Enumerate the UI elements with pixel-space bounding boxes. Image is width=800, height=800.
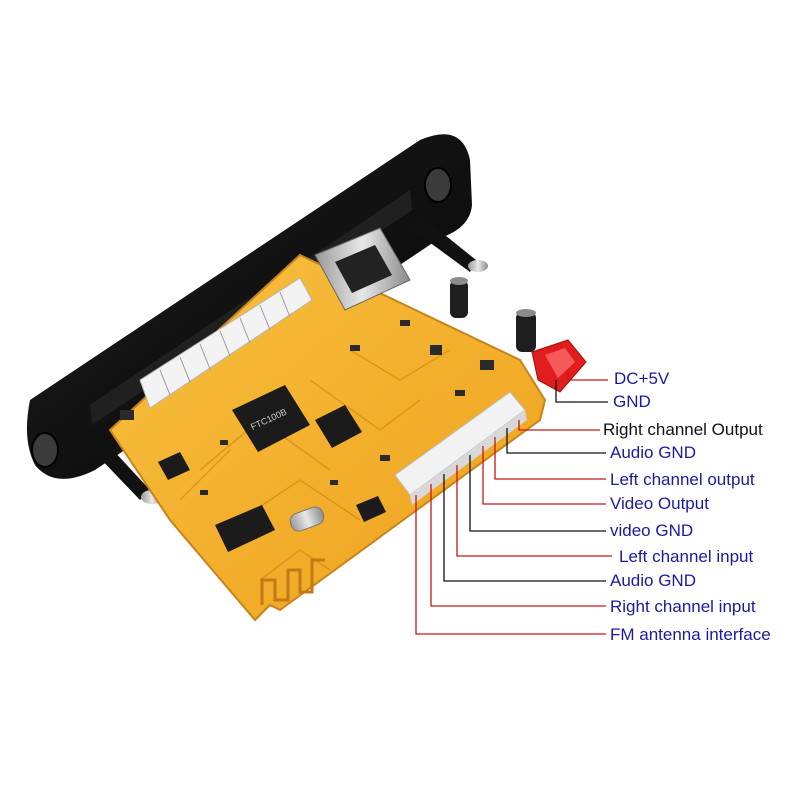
pin-label-audio-gnd: Audio GND <box>610 443 696 462</box>
power-label-gnd: GND <box>613 392 651 411</box>
leader-line <box>469 455 606 532</box>
leader-line <box>506 428 606 454</box>
power-connector <box>531 339 587 393</box>
pin-label-right-channel-output: Right channel Output <box>603 420 763 439</box>
leader-line <box>555 380 608 403</box>
leader-line <box>482 446 606 505</box>
pin-label-fm-antenna-interface: FM antenna interface <box>610 625 771 644</box>
leader-line <box>415 495 606 635</box>
power-label-dc5v: DC+5V <box>614 369 670 388</box>
pin-label-left-channel-input: Left channel input <box>619 547 753 566</box>
main-chip: FTC100B <box>232 385 310 452</box>
leader-lines <box>415 372 612 635</box>
pin-label-video-gnd: video GND <box>610 521 693 540</box>
usb-port <box>314 227 411 311</box>
pin-header-connector <box>394 391 527 505</box>
pin-label-audio-gnd-2: Audio GND <box>610 571 696 590</box>
leader-line <box>494 437 606 480</box>
pin-label-left-channel-output: Left channel output <box>610 470 755 489</box>
secondary-chip <box>158 405 386 552</box>
panel-screw-hole <box>31 432 59 468</box>
smd-components <box>120 320 494 495</box>
panel-screw-hole <box>424 167 452 203</box>
pin-label-video-output: Video Output <box>610 494 709 513</box>
capacitor <box>450 277 536 352</box>
leader-line <box>456 465 612 557</box>
leader-line <box>518 420 600 431</box>
pcb-antenna-trace <box>260 558 325 605</box>
leader-line <box>430 484 606 607</box>
crystal-oscillator <box>289 506 325 532</box>
leader-line <box>567 372 608 381</box>
leader-line <box>443 474 606 582</box>
pin-label-right-channel-input: Right channel input <box>610 597 756 616</box>
ribbon-connector <box>139 277 313 409</box>
